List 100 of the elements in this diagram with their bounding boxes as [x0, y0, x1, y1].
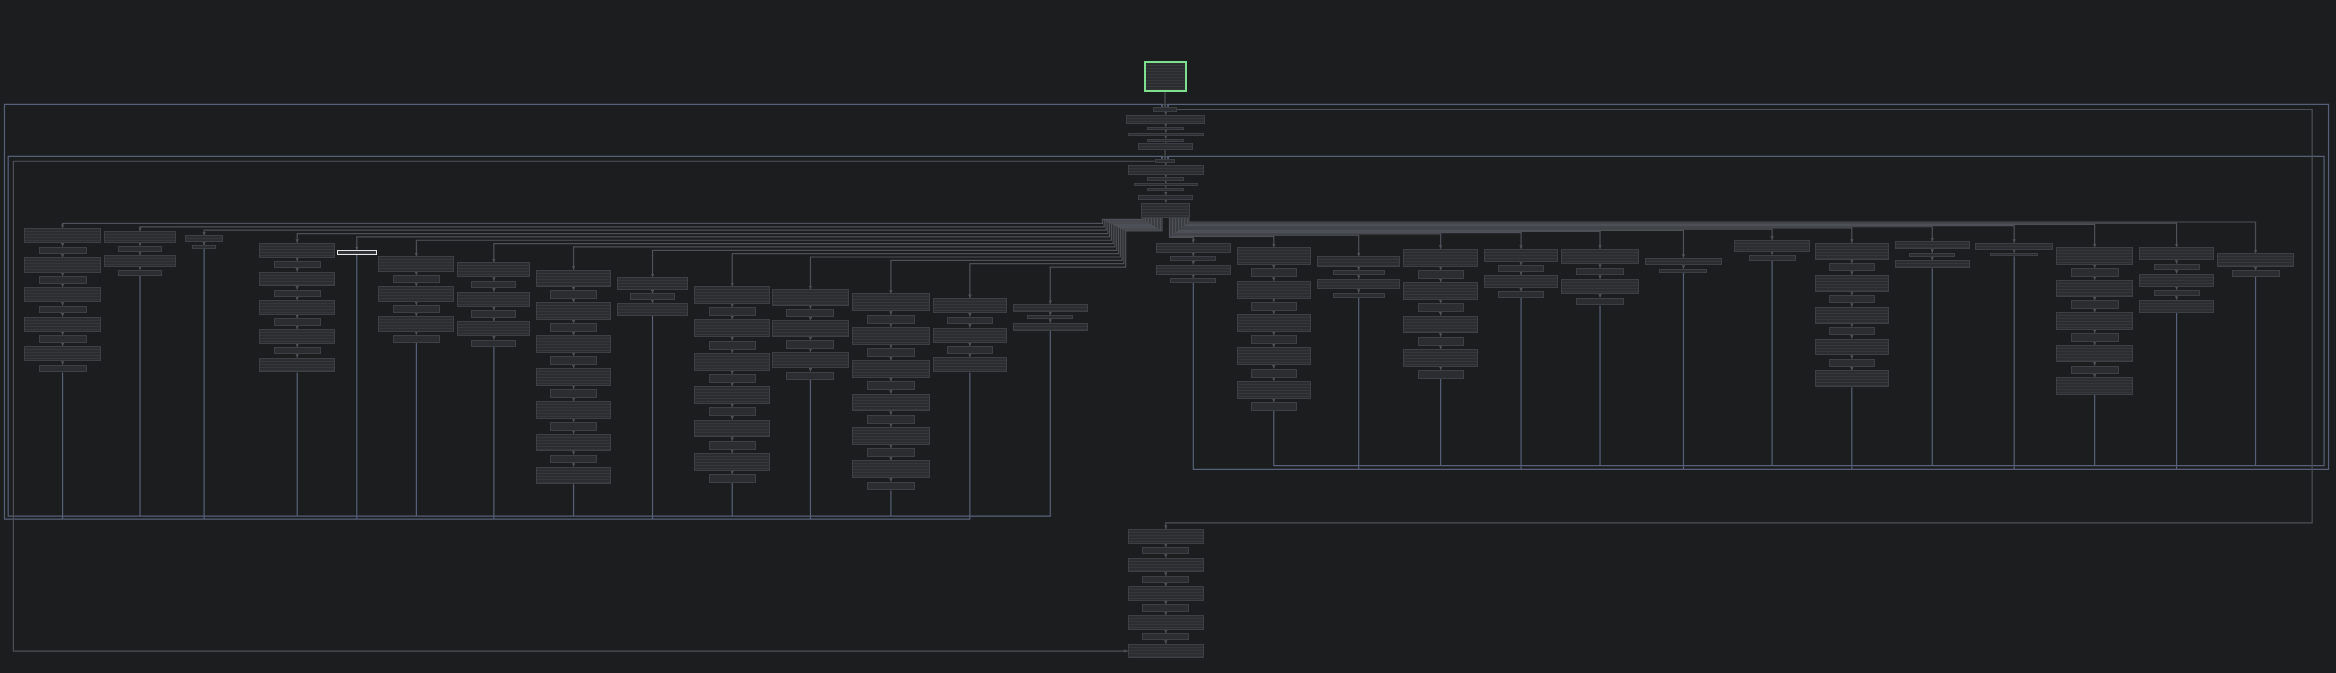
- flow-arrow: [1177, 216, 1686, 259]
- basic-block: [786, 371, 835, 380]
- basic-block: [1828, 263, 1875, 272]
- basic-block: [1147, 187, 1185, 192]
- flow-arrow: [1048, 216, 1163, 305]
- basic-block: [2231, 270, 2280, 278]
- flow-arrow: [571, 364, 576, 369]
- basic-block: [1147, 138, 1185, 143]
- basic-block: [946, 346, 993, 354]
- basic-block: [2070, 300, 2119, 310]
- flow-arrow: [1850, 270, 1854, 276]
- basic-block: [866, 381, 915, 391]
- flow-arrow: [1048, 311, 1053, 316]
- flow-arrow: [889, 389, 893, 395]
- flow-arrow: [1272, 297, 1276, 303]
- flow-arrow: [968, 342, 972, 347]
- basic-block: [2139, 273, 2214, 287]
- flow-arrow: [1850, 366, 1854, 372]
- flow-arrow: [138, 265, 142, 271]
- flow-arrow: [2092, 329, 2097, 334]
- basic-block: [932, 297, 1008, 314]
- flow-arrow: [2092, 275, 2097, 281]
- flow-arrow: [1182, 216, 1934, 242]
- flow-arrow: [889, 377, 893, 382]
- flow-arrow: [295, 296, 299, 301]
- flow-arrow: [730, 315, 734, 320]
- flow-arrow: [1519, 261, 1523, 266]
- flow-arrow: [60, 360, 65, 366]
- flow-arrow: [1598, 274, 1602, 280]
- basic-block: [694, 452, 771, 471]
- basic-block: [1154, 159, 1176, 164]
- basic-block: [1250, 335, 1297, 345]
- flow-arrow: [1598, 293, 1602, 299]
- flow-arrow: [355, 216, 1150, 251]
- flow-arrow: [571, 429, 576, 435]
- basic-block: [1156, 242, 1231, 253]
- flow-arrow: [60, 216, 1144, 229]
- flow-arrow: [889, 456, 893, 461]
- basic-block: [1316, 278, 1401, 290]
- flow-arrow: [414, 216, 1151, 257]
- basic-block: [104, 254, 176, 267]
- basic-block: [866, 481, 915, 491]
- flow-arrow: [571, 352, 576, 357]
- flow-arrow: [2092, 341, 2097, 346]
- flow-arrow: [1164, 543, 1168, 548]
- flow-arrow: [1272, 310, 1276, 315]
- basic-block: [694, 419, 771, 438]
- flow-arrow: [1598, 263, 1602, 269]
- basic-block: [1141, 202, 1191, 218]
- basic-block: [1483, 248, 1559, 262]
- basic-block: [1147, 126, 1185, 131]
- flow-arrow: [492, 216, 1153, 263]
- flow-arrow: [1164, 629, 1168, 634]
- basic-block: [932, 357, 1008, 373]
- basic-block: [1147, 177, 1185, 181]
- flow-arrow: [60, 312, 65, 318]
- basic-block: [1127, 528, 1204, 544]
- basic-block: [1127, 132, 1204, 136]
- basic-block: [708, 373, 756, 383]
- flow-arrow: [571, 286, 576, 292]
- flow-arrow: [571, 417, 576, 423]
- basic-block: [1142, 604, 1190, 612]
- basic-block: [536, 401, 611, 419]
- basic-block: [1126, 114, 1206, 125]
- basic-block: [1561, 278, 1639, 295]
- flow-arrow: [60, 283, 65, 288]
- flow-arrow: [414, 312, 419, 317]
- flow-arrow: [60, 331, 65, 336]
- basic-block: [2153, 289, 2200, 297]
- basic-block: [273, 318, 321, 326]
- flow-arrow: [295, 353, 299, 359]
- basic-block: [694, 386, 771, 404]
- basic-block: [866, 314, 915, 324]
- flow-arrow: [295, 216, 1148, 244]
- basic-block: [1403, 348, 1478, 367]
- basic-block: [1828, 358, 1875, 368]
- basic-block: [866, 448, 915, 458]
- basic-block: [1156, 264, 1231, 275]
- flow-arrow: [202, 241, 206, 246]
- flow-arrow: [1191, 260, 1196, 266]
- basic-block: [1236, 380, 1311, 399]
- basic-block: [457, 321, 531, 337]
- flow-arrow: [60, 301, 65, 307]
- basic-block: [550, 454, 597, 464]
- flow-arrow: [1272, 343, 1276, 349]
- basic-block: [1814, 370, 1890, 388]
- basic-block: [866, 414, 915, 424]
- basic-block: [23, 257, 102, 273]
- flow-arrow: [1272, 398, 1276, 403]
- flow-arrow: [1164, 111, 1168, 116]
- flow-arrow: [1850, 302, 1854, 308]
- flow-arrow: [1356, 288, 1361, 294]
- flow-arrow: [1183, 216, 2016, 244]
- basic-block: [616, 302, 689, 316]
- basic-block: [471, 280, 517, 289]
- flow-arrow: [2092, 373, 2097, 379]
- flow-arrow: [2012, 249, 2016, 254]
- flow-arrow: [12, 160, 1156, 653]
- basic-block: [392, 304, 440, 313]
- basic-block: [1250, 301, 1297, 311]
